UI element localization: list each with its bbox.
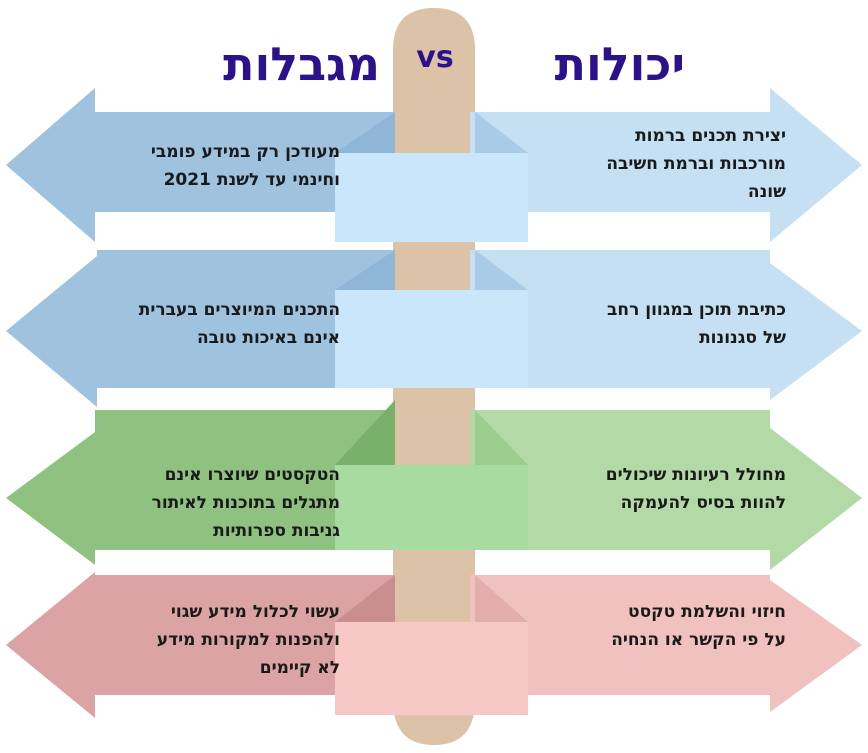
fold-left-1	[335, 112, 395, 153]
limitation-4-line-1: עשוי לכלול מידע שגוי	[170, 602, 340, 622]
limitation-2-line-2: אינם באיכות טובה	[196, 328, 340, 348]
limitation-2-line-1: התכנים המיוצרים בעברית	[138, 300, 340, 320]
fold-left-3	[335, 400, 395, 465]
arrow-left-2	[6, 250, 395, 407]
capability-4-line-1: חיזוי והשלמת טקסט	[628, 602, 786, 622]
capability-2-line-1: כתיבת תוכן במגוון רחב	[607, 300, 786, 320]
limitation-1-line-2: וחינמי עד לשנת 2021	[163, 170, 340, 190]
limitation-1: מעודכן רק במידע פומבי וחינמי עד לשנת 202…	[151, 138, 340, 194]
limitation-4-line-2: ולהפנות למקורות מידע	[156, 630, 340, 650]
capability-1-line-3: שונה	[747, 182, 786, 202]
fold-right-3	[475, 410, 528, 465]
limitation-3-line-1: הטקסטים שיוצרו אינם	[164, 465, 340, 485]
fold-left-2	[335, 250, 395, 290]
arrow-right-4	[470, 575, 862, 712]
capability-2: כתיבת תוכן במגוון רחב של סגנונות	[607, 296, 786, 352]
fold-left-4	[335, 575, 395, 622]
vs-label: vs	[416, 40, 454, 75]
fold-right-2	[475, 250, 528, 290]
center-box-1	[335, 153, 528, 242]
limitation-2: התכנים המיוצרים בעברית אינם באיכות טובה	[139, 296, 340, 352]
capability-1-line-2: מורכבות וברמת חשיבה	[606, 154, 786, 174]
arrow-right-3	[470, 410, 862, 570]
limitation-3-line-2: מתגלים בתוכנות לאיתור	[151, 493, 340, 513]
center-box-4	[335, 622, 528, 715]
arrow-right-1	[470, 88, 862, 242]
capability-4-line-2: על פי הקשר או הנחיה	[611, 630, 786, 650]
center-box-2	[335, 290, 528, 388]
capability-3: מחולל רעיונות שיכולים להוות בסיס להעמקה	[606, 461, 786, 517]
center-box-3	[335, 465, 528, 550]
capability-3-line-2: להוות בסיס להעמקה	[620, 493, 786, 513]
row-1	[6, 88, 862, 242]
row-4	[6, 572, 862, 718]
title-limitations: מגבלות	[223, 37, 380, 91]
limitation-4-line-3: לא קיימים	[259, 658, 340, 678]
row-3	[6, 400, 862, 570]
arrow-right-2	[470, 250, 862, 400]
arrow-left-3	[6, 410, 395, 565]
capability-4: חיזוי והשלמת טקסט על פי הקשר או הנחיה	[611, 598, 786, 654]
arrow-left-1	[6, 88, 395, 242]
fold-right-4	[475, 575, 528, 622]
capability-2-line-2: של סגנונות	[699, 328, 786, 348]
limitation-4: עשוי לכלול מידע שגוי ולהפנות למקורות מיד…	[157, 598, 340, 682]
fold-right-1	[475, 112, 528, 153]
title-capabilities: יכולות	[554, 37, 685, 91]
limitation-3: הטקסטים שיוצרו אינם מתגלים בתוכנות לאיתו…	[152, 461, 340, 545]
limitation-1-line-1: מעודכן רק במידע פומבי	[150, 142, 340, 162]
capability-1-line-1: יצירת תכנים ברמות	[635, 126, 786, 146]
capability-1: יצירת תכנים ברמות מורכבות וברמת חשיבה שו…	[606, 122, 786, 206]
row-2	[6, 250, 862, 407]
limitation-3-line-3: גניבות ספרותיות	[213, 521, 340, 541]
capability-3-line-1: מחולל רעיונות שיכולים	[605, 465, 786, 485]
arrow-left-4	[6, 572, 395, 718]
